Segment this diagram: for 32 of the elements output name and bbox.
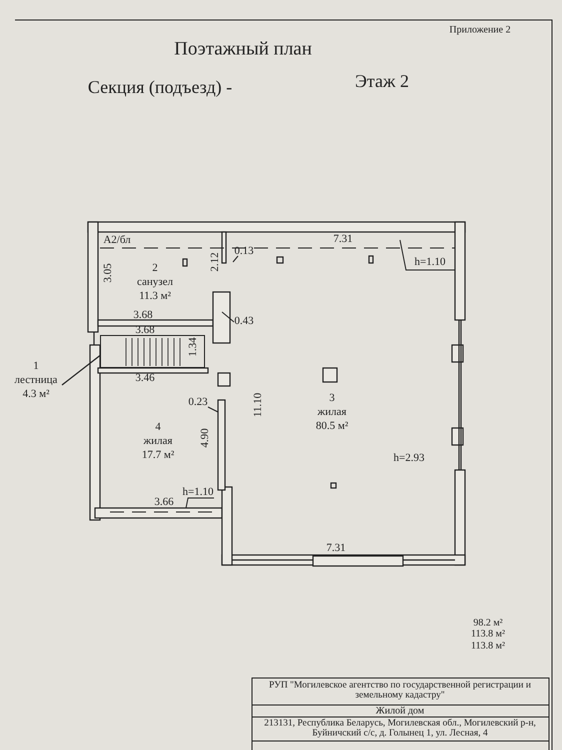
- leader-line: [62, 355, 100, 386]
- area-value: 113.8 м²: [471, 628, 505, 640]
- dimension-label: h=2.93: [394, 452, 424, 464]
- stair-drawing: [100, 335, 205, 368]
- floor-label: Этаж 2: [355, 72, 409, 92]
- table-cell: Жилой дом: [376, 706, 424, 716]
- plan-title: Поэтажный план: [174, 40, 312, 60]
- room-label: 4 жилая 17.7 м²: [128, 421, 188, 463]
- section-label: Секция (подъезд) -: [88, 78, 232, 98]
- area-value: 98.2 м²: [473, 618, 503, 628]
- dimension-label: 0.43: [234, 314, 254, 328]
- area-value: 113.8 м²: [471, 640, 505, 652]
- dimension-label: 1.34: [186, 337, 200, 357]
- dimension-label: 7.31: [333, 232, 353, 246]
- dimension-label: 3.68: [133, 308, 153, 322]
- room-label: 3 жилая 80.5 м²: [300, 392, 364, 434]
- room-label: 1 лестница 4.3 м²: [10, 360, 62, 402]
- dimension-label: 2.12: [208, 252, 222, 272]
- dimension-label: 7.31: [326, 542, 346, 554]
- dimension-label: 3.46: [135, 372, 155, 384]
- dimension-label: 3.05: [102, 263, 114, 283]
- dimension-label: 4.90: [198, 428, 212, 448]
- room-label: 2 санузел 11.3 м²: [125, 262, 185, 304]
- dimension-label: 0.23: [188, 396, 208, 408]
- dimension-label: 11.10: [252, 392, 264, 418]
- appendix-note: Приложение 2: [449, 24, 511, 36]
- table-cell-text: 213131, Республика Беларусь, Могилевская обл., Могилевский р-н, Буйничский с/с, д. Голынец 1, ул. Лесная, 4: [263, 718, 537, 740]
- dimension-label: A2/бл: [103, 234, 131, 246]
- dimension-label: h=1.10: [182, 486, 214, 498]
- dimension-label: 3.66: [154, 496, 174, 508]
- table-cell-text: РУП "Могилевское агентство по государственной регистрации и земельному кадастру": [268, 680, 532, 702]
- dimension-label: h=1.10: [414, 256, 446, 268]
